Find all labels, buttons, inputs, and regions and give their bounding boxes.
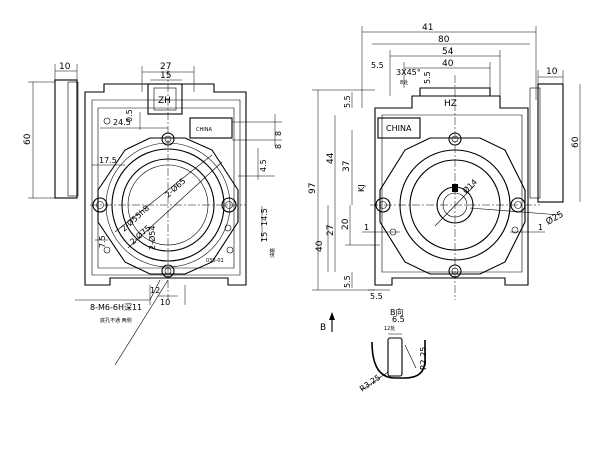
front-top-boss (147, 83, 183, 115)
detail-note: 12处 (384, 325, 395, 332)
side-height-37: 37 (342, 161, 352, 172)
front-model-code: ZH (158, 96, 171, 106)
side-width-40: 40 (442, 59, 454, 69)
front-plate-code: 030-01 (206, 258, 224, 264)
side-shaft-dia: Ø14 (460, 177, 479, 196)
front-brand: CHINA (196, 127, 212, 133)
front-dim-8a: 8 (274, 131, 283, 136)
detail-radius-2-25: R2.25 (419, 347, 428, 370)
side-width-80: 80 (438, 35, 450, 45)
front-dim-7-5: 7.5 (98, 235, 107, 248)
side-height-60: 60 (571, 136, 581, 148)
detail-radius-3-25: R3.25 (358, 373, 382, 394)
side-height-20: 20 (341, 218, 351, 230)
front-thread-note: 底孔不通 两侧 (100, 317, 132, 324)
front-top-width: 27 (160, 62, 171, 72)
front-dim-24-5: 24.5 (113, 118, 131, 127)
side-dim-5-5d: 5.5 (343, 275, 352, 288)
side-view-label-bb: B向 (390, 307, 404, 317)
front-view (28, 64, 282, 366)
side-width-54: 54 (442, 47, 454, 57)
front-dim-4-5: 4.5 (259, 159, 268, 172)
front-top-inner: 15 (160, 71, 171, 81)
side-height-44: 44 (326, 152, 336, 164)
front-motor-flange (54, 79, 78, 199)
side-housing (374, 95, 529, 286)
side-height-97: 97 (308, 183, 318, 194)
side-height-27: 27 (326, 225, 336, 236)
front-dim-17-5: 17.5 (99, 156, 117, 165)
side-flange (379, 137, 526, 275)
front-housing (84, 83, 247, 286)
side-dim-1a: 1 (364, 223, 369, 232)
side-view (312, 26, 581, 391)
side-dim-5-5a: 5.5 (371, 61, 384, 70)
side-model-code: HZ (444, 99, 457, 109)
front-dim-14-5: 14.5 (260, 208, 269, 226)
front-bolt-circle-65: 2-Ø65 (163, 176, 188, 200)
side-top-hump (419, 87, 491, 96)
side-view-label-b: B (320, 323, 326, 333)
front-nameplate (189, 117, 233, 139)
side-dim-5-5c: 5.5 (343, 95, 352, 108)
side-brand: CHINA (386, 124, 412, 133)
front-side-note: 油塞 (269, 248, 276, 258)
side-nameplate (377, 117, 421, 139)
side-motor-flange (537, 83, 564, 203)
side-flange-width: 10 (546, 67, 558, 77)
front-height: 60 (23, 133, 33, 145)
keyway-detail (361, 333, 426, 391)
side-dim-5-5e: 5.5 (370, 292, 383, 301)
front-dim-8b: 8 (274, 144, 283, 149)
side-labels: 41 80 54 40 5.5 3X45° 8处 5.5 5.5 HZ CHIN… (308, 23, 581, 394)
front-dim-12: 12 (150, 286, 160, 295)
side-chamfer: 3X45° (396, 68, 421, 77)
front-dim-15: 15 (260, 232, 269, 242)
front-thread-spec: 8-M6-6H深11 (90, 303, 142, 312)
front-flange-width: 10 (59, 62, 71, 72)
side-height-40: 40 (315, 240, 325, 252)
side-dim-1b: 1 (538, 223, 543, 232)
side-width-41: 41 (422, 23, 433, 33)
side-flange-dia: Ø25 (544, 209, 566, 228)
side-chamfer-note: 8处 (400, 79, 408, 86)
front-bolt-circle-54: 2-Ø54 (147, 226, 157, 250)
detail-dim-6-5: 6.5 (392, 315, 405, 324)
front-dim-0-5: 0.5 (125, 109, 134, 122)
side-keyway: KJ (357, 184, 366, 192)
front-bolt-holes (92, 117, 237, 278)
side-dim-5-5b: 5.5 (423, 71, 432, 84)
front-dim-10: 10 (160, 298, 170, 307)
front-flange (97, 137, 239, 275)
